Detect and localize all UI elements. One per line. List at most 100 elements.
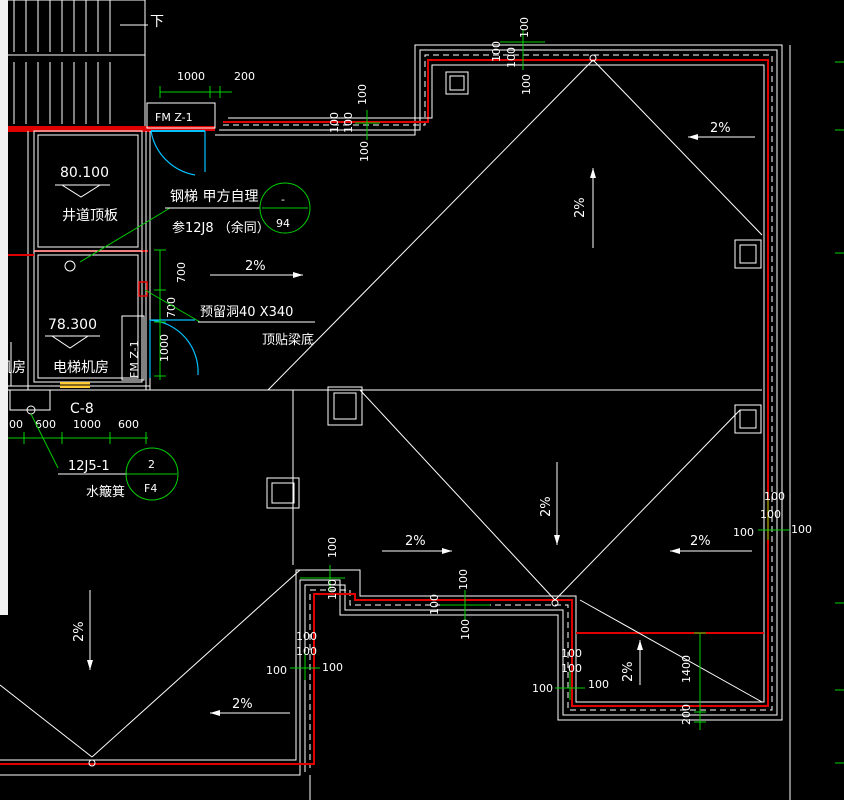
- vent-1-inner: [449, 75, 465, 91]
- gutter-name: 水簸箕: [86, 484, 125, 500]
- wd-g-2: 100: [561, 662, 582, 675]
- hole-leader: [144, 289, 201, 323]
- elevator-shaft-inner: [37, 134, 139, 248]
- wd-f-3: 100: [266, 664, 287, 677]
- ladder-leader: [79, 207, 171, 263]
- gutter-box: [9, 389, 51, 411]
- gutter-ref-top: 2: [148, 458, 155, 471]
- ladder-ref-top: -: [281, 193, 285, 206]
- shaft-level: 80.100: [60, 165, 109, 181]
- stair-direction-label: 下: [150, 14, 164, 30]
- vent-2-inner: [739, 244, 757, 264]
- gutter-ref-bottom: F4: [144, 482, 157, 495]
- dimensions: 1000 200 700 700 1000 700 600 1000 600 1…: [0, 61, 844, 764]
- drain-mid: [551, 599, 559, 607]
- wd-g-1: 100: [561, 647, 582, 660]
- stair: 下: [0, 0, 215, 131]
- wd-c-1: 100: [764, 490, 785, 503]
- wd-e-2: 100: [428, 594, 441, 615]
- slope-arrow-2-head: [590, 168, 596, 178]
- hole-note-line1: 预留洞40 X340: [200, 305, 293, 320]
- drain-bottom: [88, 759, 96, 767]
- vent-1: [445, 71, 469, 95]
- stair-beam: [0, 126, 215, 131]
- slope-label-7: 2%: [621, 661, 636, 682]
- slope-label-8: 2%: [72, 621, 87, 642]
- ridge-line-6: [91, 569, 301, 758]
- dim-1000-top: 1000: [177, 70, 205, 83]
- door-side-frame: [121, 315, 145, 381]
- viewport-left-edge: [0, 0, 8, 615]
- wd-b-2: 100: [328, 112, 341, 133]
- slope-label-4: 2%: [539, 496, 554, 517]
- dim-600-a: 600: [35, 418, 56, 431]
- stair-enclosure: [0, 0, 146, 129]
- vent-3-inner: [333, 392, 357, 420]
- door-side-label: FM Z-1: [128, 340, 141, 378]
- wd-d-2: 100: [326, 579, 339, 600]
- gutter-std: 12J5-1: [68, 459, 110, 474]
- slope-arrow-7-head: [637, 640, 643, 650]
- slope-arrow-9-head: [210, 710, 220, 716]
- hole-note-line2: 顶贴梁底: [262, 332, 314, 348]
- ladder-ref-bottom: 94: [276, 217, 290, 230]
- level-marker-machine: [50, 335, 90, 349]
- dim-1400: 1400: [680, 655, 693, 683]
- ridge-line-3: [359, 389, 556, 601]
- wd-e-3: 100: [459, 619, 472, 640]
- wd-a-1: 100: [490, 41, 503, 62]
- machine-name: 电梯机房: [53, 360, 109, 376]
- wd-b-3: 100: [342, 112, 355, 133]
- window-tag: C-8: [70, 401, 94, 417]
- slope-label-5: 2%: [405, 534, 426, 549]
- slope-arrow-3-head: [293, 272, 303, 278]
- door-top-label: FM Z-1: [155, 111, 193, 124]
- roof-outline: [0, 44, 791, 800]
- wd-f-1: 100: [296, 630, 317, 643]
- ladder-note-line2: 参12J8 （余同）: [172, 220, 270, 236]
- wd-d-1: 100: [326, 537, 339, 558]
- reserved-hole: [138, 281, 148, 297]
- door-top-swing: [150, 130, 206, 176]
- level-marker-shaft: [60, 184, 102, 198]
- vent-5: [266, 477, 300, 509]
- slope-arrows: 2% 2% 2% 2% 2% 2% 2% 2% 2%: [72, 121, 755, 716]
- wd-a-3: 100: [518, 17, 531, 38]
- slope-arrow-8-head: [87, 660, 93, 670]
- door-top-frame: [146, 102, 216, 129]
- wd-f-4: 100: [322, 661, 343, 674]
- slope-arrow-6-head: [670, 548, 680, 554]
- slope-arrow-1-head: [688, 134, 698, 140]
- parapet-outline: [0, 59, 769, 765]
- wd-b-1: 100: [356, 84, 369, 105]
- wd-c-3: 100: [733, 526, 754, 539]
- wd-a-2: 100: [505, 47, 518, 68]
- dim-1000-side: 1000: [158, 334, 171, 362]
- ridge-line-2: [592, 59, 763, 236]
- doors: FM Z-1 FM Z-1: [121, 102, 216, 381]
- vent-3: [327, 386, 363, 426]
- slope-arrow-5-head: [442, 548, 452, 554]
- machine-level: 78.300: [48, 317, 97, 333]
- vent-4: [734, 404, 762, 434]
- wd-f-2: 100: [296, 645, 317, 658]
- dim-600-b: 600: [118, 418, 139, 431]
- slope-label-1: 2%: [710, 121, 731, 136]
- elevator-shaft: [33, 130, 143, 252]
- drain-top: [589, 54, 597, 62]
- ridge-line-5: [579, 599, 763, 703]
- wd-c-2: 100: [760, 508, 781, 521]
- vent-4-inner: [739, 409, 757, 429]
- shaft-name: 井道顶板: [62, 208, 118, 224]
- slope-label-2: 2%: [573, 197, 588, 218]
- wd-e-1: 100: [457, 569, 470, 590]
- ladder-note-line1: 钢梯 甲方自理: [170, 189, 258, 205]
- vent-2: [734, 239, 762, 269]
- slope-label-9: 2%: [232, 697, 253, 712]
- dim-1000-b: 1000: [73, 418, 101, 431]
- wd-c-4: 100: [791, 523, 812, 536]
- slope-arrow-4-head: [554, 535, 560, 545]
- vent-5-inner: [271, 482, 295, 504]
- wd-a-4: 100: [520, 74, 533, 95]
